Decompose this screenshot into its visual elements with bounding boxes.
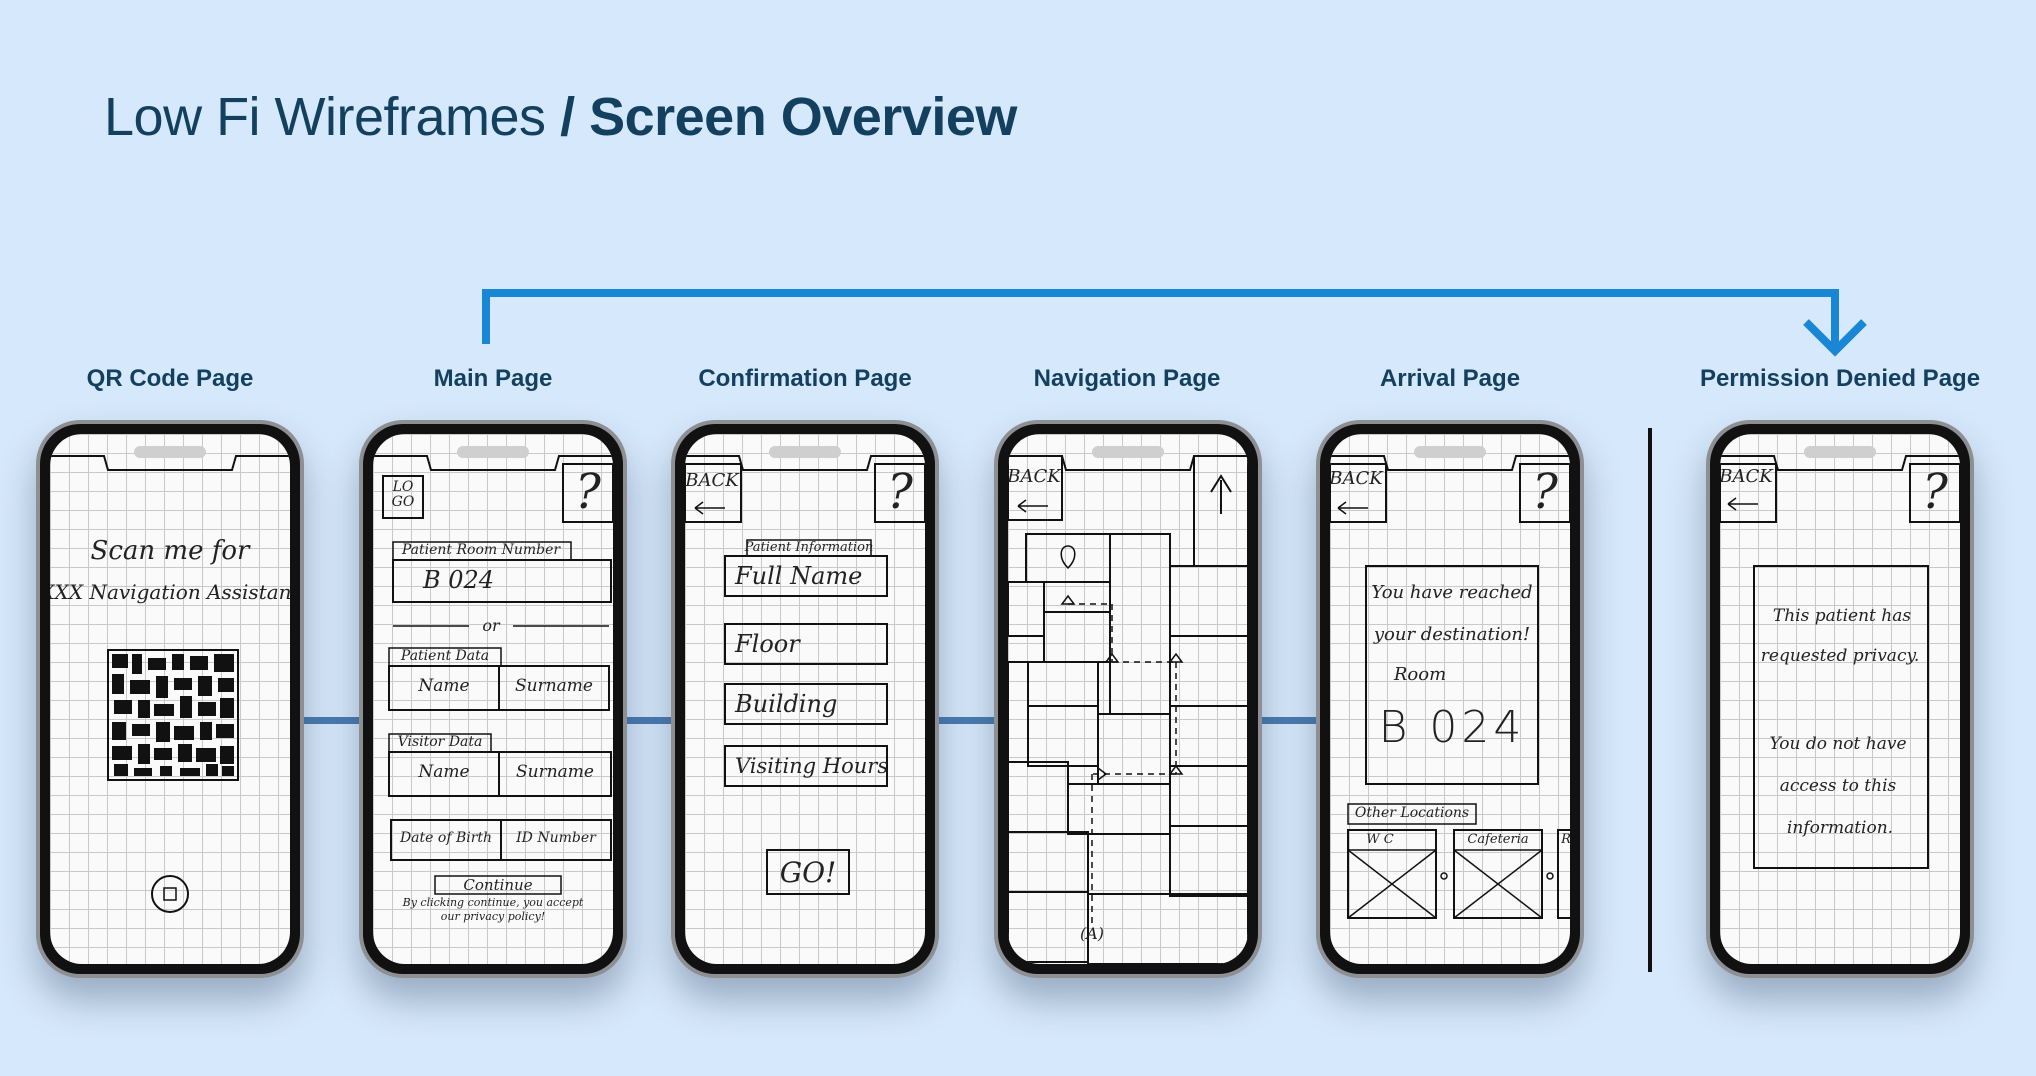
arrival-message-line2: your destination! [1373,624,1531,645]
help-icon[interactable]: ? [575,464,601,520]
phone-arrival-page: BACK ? You have reached your destination… [1316,420,1584,978]
other-locations-label: Other Locations [1354,805,1470,821]
denied-message-line1: This patient has [1772,606,1912,626]
arrival-message-line1: You have reached [1371,582,1533,603]
label-main-page: Main Page [433,365,553,392]
visitor-data-label: Visitor Data [397,734,483,750]
patient-information-label: Patient Information [744,540,874,555]
screen-arrival: BACK ? You have reached your destination… [1330,434,1570,964]
location-card-cafeteria[interactable]: Cafeteria [1467,832,1529,847]
denied-message-line2: requested privacy. [1760,646,1920,666]
room-number: B 024 [1378,702,1526,753]
screen-navigation: BACK (A) [1008,434,1248,964]
back-button[interactable]: BACK [1720,466,1773,487]
screen-confirmation: BACK ? Patient Information Full Name Flo… [685,434,925,964]
date-of-birth-input[interactable]: Date of Birth [399,830,493,846]
connector-3 [934,717,998,724]
back-button[interactable]: BACK [1330,468,1383,489]
go-button[interactable]: GO! [779,856,837,889]
id-number-input[interactable]: ID Number [516,830,596,846]
direction-arrow-icon [1204,474,1238,518]
privacy-policy-note: By clicking continue, you accept our pri… [402,896,584,923]
connector-1 [300,717,368,724]
label-qr-code-page: QR Code Page [86,365,254,392]
page-title-section: / Screen Overview [560,87,1017,147]
location-card-wc[interactable]: W C [1366,832,1394,847]
patient-surname-input[interactable]: Surname [515,676,593,696]
visitor-name-input[interactable]: Name [418,762,470,782]
help-icon[interactable]: ? [887,464,913,520]
current-position-marker: (A) [1079,924,1105,943]
screen-qr-code: Scan me for XXX Navigation Assistant [50,434,290,964]
continue-button[interactable]: Continue [463,876,533,894]
phone-confirmation-page: BACK ? Patient Information Full Name Flo… [671,420,939,978]
connector-4 [1256,717,1320,724]
room-label: Room [1393,664,1447,685]
screen-main: LO GO ? Patient Room Number B 024 or Pat… [373,434,613,964]
home-button[interactable] [150,874,190,914]
phone-navigation-page: BACK (A) [994,420,1262,978]
full-name-field: Full Name [735,562,863,590]
qr-code-image [108,650,238,780]
patient-name-input[interactable]: Name [418,676,470,696]
logo-placeholder: LO GO [391,479,415,510]
page-title: Low Fi Wireframes / Screen Overview [104,86,1017,148]
help-icon[interactable]: ? [1922,464,1948,520]
back-button[interactable]: BACK [1008,466,1061,487]
phone-qr-code-page: Scan me for XXX Navigation Assistant [36,420,304,978]
denied-message-line5: information. [1786,818,1894,838]
connector-2 [622,717,678,724]
building-field: Building [735,690,838,718]
floor-field: Floor [735,630,800,658]
visiting-hours-field: Visiting Hours [735,754,889,778]
denied-message-line3: You do not have [1769,734,1907,754]
label-arrival-page: Arrival Page [1379,365,1521,392]
room-number-input[interactable]: B 024 [423,566,495,594]
location-card-partial[interactable]: R [1561,832,1570,847]
back-button[interactable]: BACK [685,470,739,491]
page-title-main: Low Fi Wireframes [104,87,546,147]
app-name-text: XXX Navigation Assistant [50,580,290,604]
label-permission-denied-page: Permission Denied Page [1699,365,1981,392]
label-navigation-page: Navigation Page [1033,365,1221,392]
phone-main-page: LO GO ? Patient Room Number B 024 or Pat… [359,420,627,978]
denied-message-line4: access to this [1779,776,1897,796]
screen-permission-denied: BACK ? This patient has requested privac… [1720,434,1960,964]
section-divider [1648,428,1652,972]
room-number-label: Patient Room Number [401,542,561,558]
visitor-surname-input[interactable]: Surname [516,762,594,782]
phone-permission-denied-page: BACK ? This patient has requested privac… [1706,420,1974,978]
or-separator: or [482,616,500,635]
help-icon[interactable]: ? [1532,464,1558,520]
destination-pin-icon [1058,544,1078,570]
label-confirmation-page: Confirmation Page [698,365,912,392]
scan-instruction: Scan me for [90,536,250,566]
patient-data-label: Patient Data [400,648,490,664]
